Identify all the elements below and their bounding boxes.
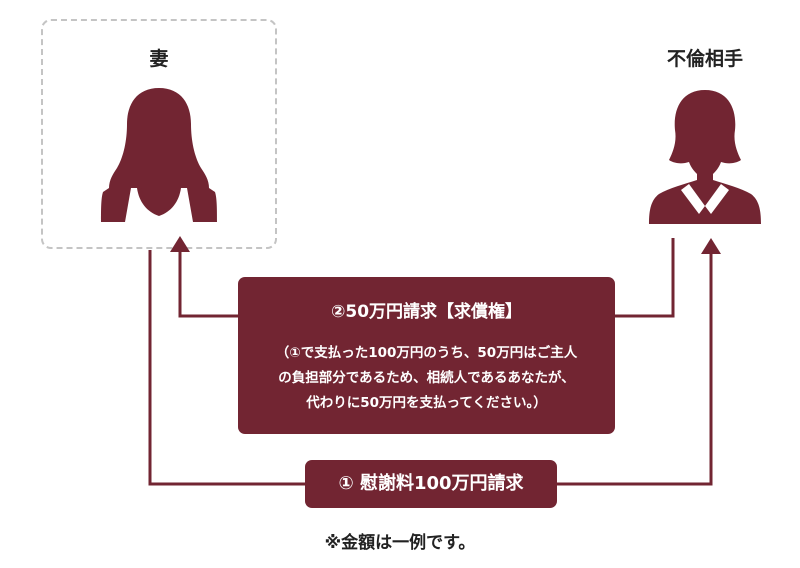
claim1-line-left — [148, 250, 305, 486]
businesswoman-silhouette-icon — [649, 90, 761, 224]
woman-silhouette-icon — [101, 88, 217, 222]
claim2-note-line: （①で支払った100万円のうち、50万円はご主人 — [275, 345, 578, 361]
claim2-note-line: 代わりに50万円を支払ってください。） — [306, 395, 547, 411]
wife-label: 妻 — [149, 48, 169, 70]
claim2-line-right — [615, 238, 675, 318]
claim2-note-line: の負担部分であるため、相続人であるあなたが、 — [278, 370, 575, 386]
arrow-to-partner — [701, 238, 721, 254]
wife-highlight-box — [41, 19, 277, 249]
claim2-box: ②50万円請求【求償権】 （①で支払った100万円のうち、50万円はご主人 の負… — [238, 277, 615, 434]
arrow-to-wife — [170, 236, 190, 252]
claim1-box: ① 慰謝料100万円請求 — [305, 460, 557, 508]
claim2-title: ②50万円請求【求償権】 — [330, 302, 523, 322]
partner-label: 不倫相手 — [666, 48, 743, 70]
claim2-line-left — [178, 252, 238, 318]
footnote: ※金額は一例です。 — [324, 533, 476, 553]
claim2-note: （①で支払った100万円のうち、50万円はご主人 の負担部分であるため、相続人で… — [246, 341, 607, 416]
claim1-line-right — [557, 252, 713, 486]
